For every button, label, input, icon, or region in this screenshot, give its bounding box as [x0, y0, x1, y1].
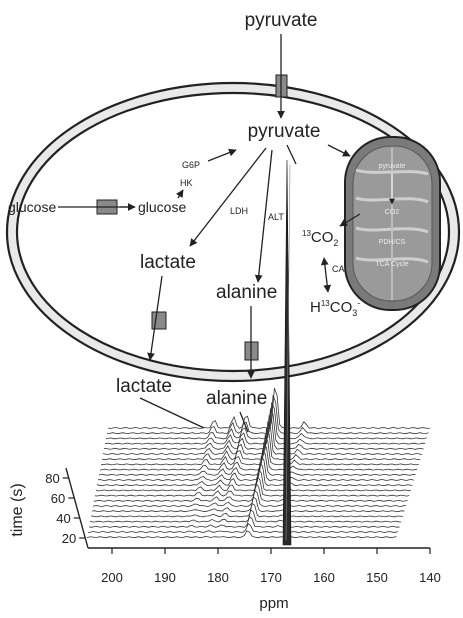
label-ldh: LDH [230, 206, 248, 216]
label-alanine-intracellular: alanine [216, 282, 277, 303]
mito-label-pyruvate: pyruvate [379, 163, 406, 170]
x-tick-label: 160 [313, 570, 335, 585]
label-hk: HK [180, 178, 193, 188]
spectrum-trace [95, 476, 409, 496]
spectrum-trace [100, 443, 417, 470]
x-tick-label: 140 [419, 570, 441, 585]
y-tick-label: 80 [45, 471, 59, 486]
y-tick-label: 20 [62, 531, 76, 546]
label-alanine-extracellular: alanine [206, 388, 267, 409]
label-lactate-extracellular: lactate [116, 376, 172, 397]
spectrum-trace [88, 524, 398, 533]
x-axis-label: ppm [259, 595, 288, 612]
spectrum-trace [93, 490, 406, 506]
label-alt: ALT [268, 212, 284, 222]
spectrum-trace [101, 436, 419, 465]
y-tick-label: 40 [56, 511, 70, 526]
mito-label-co2: CO2 [385, 209, 400, 216]
label-glucose-intracellular: glucose [138, 199, 186, 215]
y-axis-label: time (s) [9, 483, 26, 536]
x-tick-label: 150 [366, 570, 388, 585]
x-axis-ticks: 200 190 180 170 160 150 140 [101, 548, 441, 585]
x-tick-label: 170 [260, 570, 282, 585]
label-glucose-extracellular: glucose [8, 199, 56, 215]
label-pyruvate-extracellular: pyruvate [245, 10, 318, 31]
spectrum-trace [92, 497, 404, 512]
mito-label-tca: TCA Cycle [375, 261, 408, 268]
mitochondrion: pyruvate CO2 PDH/CS TCA Cycle [345, 137, 440, 310]
transporter-lactate [152, 312, 166, 329]
y-axis-ticks: 80 60 40 20 [45, 471, 85, 546]
label-pyruvate-intracellular: pyruvate [248, 121, 321, 142]
label-ca: CA [332, 264, 345, 274]
x-tick-label: 190 [154, 570, 176, 585]
x-tick-label: 180 [207, 570, 229, 585]
mito-label-pdh: PDH/CS [379, 239, 406, 246]
y-tick-label: 60 [51, 491, 65, 506]
x-tick-label: 200 [101, 570, 123, 585]
spectra-waterfall [87, 388, 430, 538]
label-lactate-intracellular: lactate [140, 252, 196, 273]
label-g6p: G6P [182, 160, 200, 170]
spectrum-trace [98, 457, 414, 481]
